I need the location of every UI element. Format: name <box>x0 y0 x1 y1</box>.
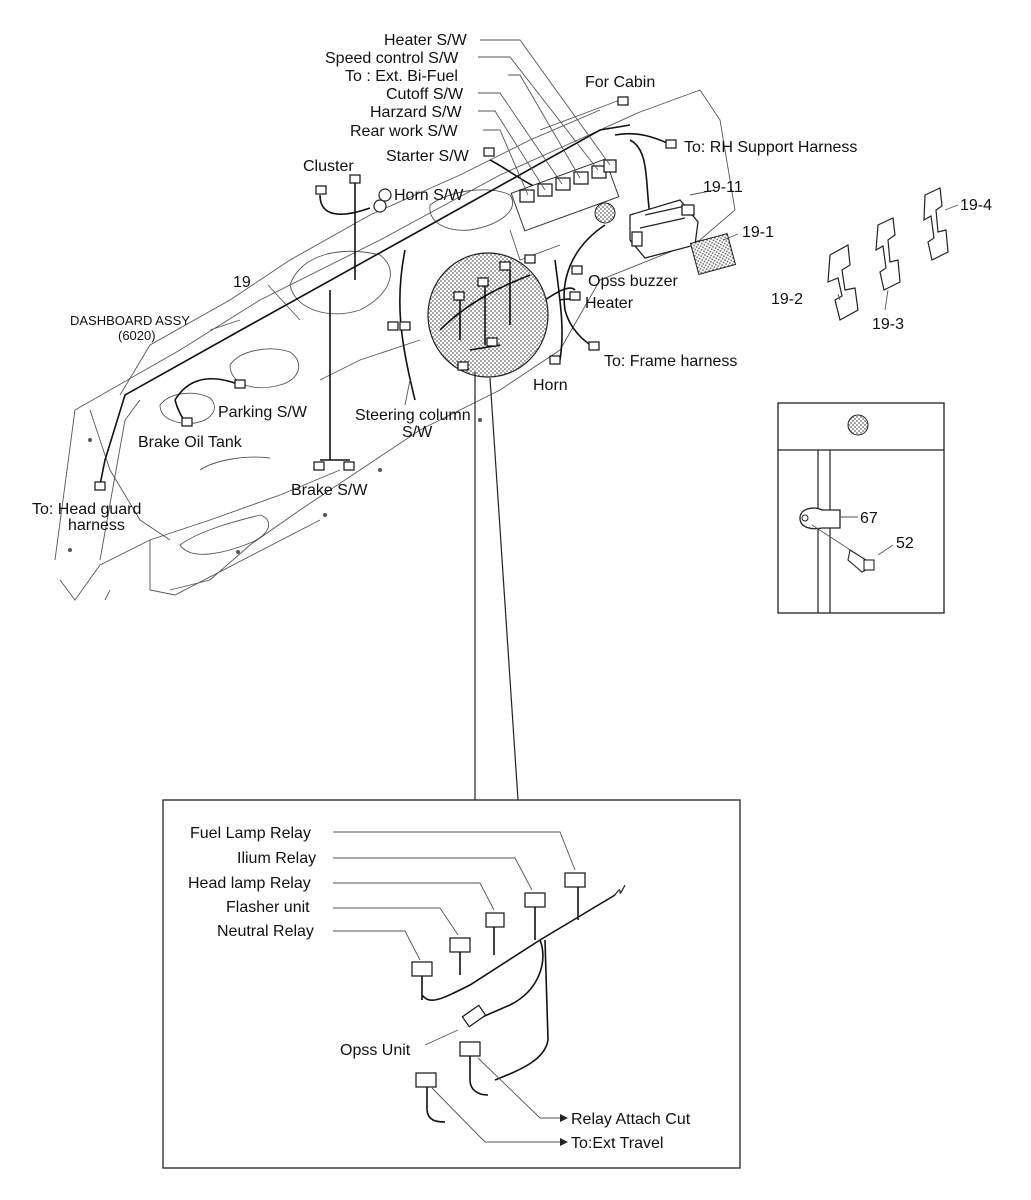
label-relay-attach-cut: Relay Attach Cut <box>571 1111 691 1128</box>
label-for-cabin: For Cabin <box>585 74 655 91</box>
label-part-52: 52 <box>896 535 914 552</box>
label-flasher-unit: Flasher unit <box>226 899 310 916</box>
label-part-19-11: 19-11 <box>703 179 743 196</box>
relay-detail-box <box>162 799 741 1169</box>
label-dashboard-code: (6020) <box>118 328 156 343</box>
label-ext-bi-fuel: To : Ext. Bi-Fuel <box>345 68 458 85</box>
label-part-19: 19 <box>233 274 251 291</box>
label-rear-work-sw: Rear work S/W <box>350 123 458 140</box>
relay-19-11 <box>594 199 699 259</box>
label-frame-harness: To: Frame harness <box>604 353 737 370</box>
label-steering-column-sw: S/W <box>402 424 433 441</box>
label-parking-sw: Parking S/W <box>218 404 308 421</box>
label-brake-oil-tank: Brake Oil Tank <box>138 434 243 451</box>
leader-lines-top <box>209 39 959 406</box>
label-dashboard-assy: DASHBOARD ASSY <box>70 313 190 328</box>
bracket-19-3 <box>875 217 901 291</box>
label-head-guard-harness: harness <box>68 517 125 534</box>
label-starter-sw: Starter S/W <box>386 148 470 165</box>
bracket-19-2 <box>827 244 859 321</box>
clamp-detail-inset <box>777 402 945 614</box>
label-ilium-relay: Ilium Relay <box>237 850 316 867</box>
label-part-19-3: 19-3 <box>872 316 904 333</box>
diagram-labels: Heater S/W Speed control S/W To : Ext. B… <box>32 32 992 1152</box>
switch-cluster <box>510 158 620 232</box>
label-heater: Heater <box>585 295 634 312</box>
label-part-19-2: 19-2 <box>771 291 803 308</box>
label-part-19-4: 19-4 <box>960 197 992 214</box>
label-part-67: 67 <box>860 510 878 527</box>
bracket-19-4 <box>923 187 949 261</box>
pad-19-1 <box>689 233 737 275</box>
label-opss-unit: Opss Unit <box>340 1042 411 1059</box>
label-speed-control-sw: Speed control S/W <box>325 50 459 67</box>
label-rh-support-harness: To: RH Support Harness <box>684 139 857 156</box>
label-opss-buzzer: Opss buzzer <box>588 273 678 290</box>
label-head-lamp-relay: Head lamp Relay <box>188 875 311 892</box>
label-neutral-relay: Neutral Relay <box>217 923 314 940</box>
magnified-region-circle <box>427 252 549 378</box>
label-harzard-sw: Harzard S/W <box>370 104 462 121</box>
label-heater-sw: Heater S/W <box>384 32 468 49</box>
label-cutoff-sw: Cutoff S/W <box>386 86 464 103</box>
connector-glyphs <box>94 96 677 491</box>
label-head-guard: To: Head guard <box>32 501 141 518</box>
label-horn: Horn <box>533 377 568 394</box>
label-to-ext-travel: To:Ext Travel <box>571 1135 663 1152</box>
label-cluster: Cluster <box>303 158 354 175</box>
label-part-19-1: 19-1 <box>742 224 774 241</box>
label-brake-sw: Brake S/W <box>291 482 368 499</box>
zoom-line-right <box>489 377 519 801</box>
dashboard-outline <box>54 89 736 601</box>
label-horn-sw: Horn S/W <box>394 187 464 204</box>
label-fuel-lamp-relay: Fuel Lamp Relay <box>190 825 311 842</box>
label-steering-column: Steering column <box>355 407 471 424</box>
